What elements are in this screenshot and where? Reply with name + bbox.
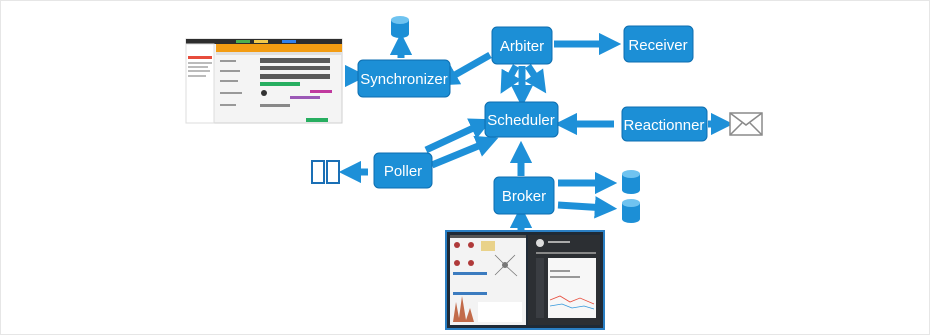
host-boxes-icon [311,160,340,184]
arrow-poller-to-scheduler-1 [424,118,493,154]
connections [338,32,734,230]
node-synchronizer: Synchronizer [357,59,451,98]
database-icon [391,16,409,38]
node-label: Broker [502,188,546,205]
configuration-ui-screenshot [185,38,343,124]
arrow-arbiter-to-poller [500,64,522,94]
node-receiver: Receiver [623,25,694,63]
database-icon [622,170,640,194]
arrow-broker-to-database-2 [557,196,618,219]
envelope-icon [729,112,763,136]
arrow-arbiter-to-reactionner [524,64,547,94]
database-icon [622,199,640,223]
node-label: Arbiter [500,38,544,55]
node-broker: Broker [493,176,555,215]
node-poller: Poller [373,152,433,189]
arrow-poller-to-scheduler-2 [430,135,499,169]
node-reactionner: Reactionner [621,106,708,142]
node-label: Synchronizer [360,71,448,88]
node-scheduler: Scheduler [484,101,559,138]
node-label: Scheduler [487,112,555,129]
node-label: Reactionner [624,117,705,134]
node-label: Poller [384,163,422,180]
node-label: Receiver [628,37,687,54]
arrow-arbiter-to-synchronizer [436,51,492,86]
node-arbiter: Arbiter [491,26,553,65]
monitoring-ui-screenshot [445,230,605,330]
